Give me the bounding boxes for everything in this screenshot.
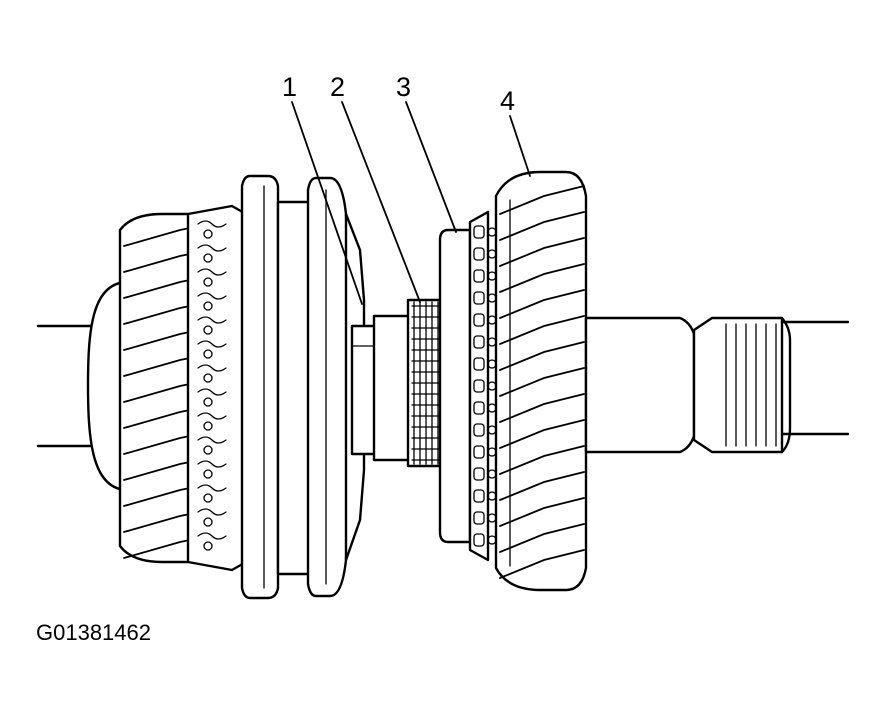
dog-tooth [203, 397, 213, 407]
gear-tooth [499, 341, 585, 371]
dog-tooth [197, 388, 227, 396]
gear-tooth [499, 471, 585, 501]
cone-dog-tooth [473, 335, 485, 349]
dog-tooth [197, 316, 227, 324]
dog-tooth [197, 508, 227, 516]
dog-tooth [203, 325, 213, 335]
callout-4: 4 [500, 86, 531, 177]
dog-tooth [197, 244, 227, 252]
cone-dog-tooth [473, 445, 485, 459]
dog-tooth [197, 220, 227, 228]
dog-tooth [203, 517, 213, 527]
cone-dog-tooth [473, 269, 485, 283]
cone-dog-tooth [473, 401, 485, 415]
dog-tooth [203, 493, 213, 503]
callout-1-label: 1 [282, 72, 297, 102]
blocker-ring-cone [306, 176, 366, 598]
left-dog-ring [186, 204, 248, 572]
callout-3-label: 3 [396, 72, 411, 102]
cone-dog-tooth [473, 467, 485, 481]
cone-dog-tooth [473, 247, 485, 261]
dog-tooth [197, 484, 227, 492]
gear-tooth [499, 523, 585, 553]
dog-tooth [197, 292, 227, 300]
gear-tooth [499, 237, 585, 267]
needle-bearing [406, 298, 446, 468]
cone-dog-tooth [473, 423, 485, 437]
callout-3: 3 [396, 72, 457, 233]
dog-tooth [203, 445, 213, 455]
dog-tooth [203, 253, 213, 263]
dog-tooth [203, 469, 213, 479]
large-helical-gear [494, 170, 588, 592]
dog-tooth [203, 373, 213, 383]
gear-tooth [499, 419, 585, 449]
gear-tooth [499, 549, 585, 579]
dog-tooth [197, 364, 227, 372]
dog-tooth [203, 301, 213, 311]
dog-tooth [203, 229, 213, 239]
cone-dog-tooth [473, 533, 485, 547]
cone-dog-tooth [473, 225, 485, 239]
dog-tooth [203, 421, 213, 431]
shaft-right [584, 316, 850, 454]
dog-tooth [197, 532, 227, 540]
callout-2-label: 2 [330, 72, 345, 102]
cone-dog-tooth [473, 357, 485, 371]
dog-tooth [197, 460, 227, 468]
figure-id: G01381462 [36, 620, 151, 645]
cone-dog-tooth [473, 511, 485, 525]
dog-tooth [203, 277, 213, 287]
dog-tooth [197, 436, 227, 444]
cone-dog-tooth [473, 379, 485, 393]
dog-tooth [197, 340, 227, 348]
gear-tooth [499, 211, 585, 241]
callout-2: 2 [330, 72, 421, 303]
gear-tooth [499, 497, 585, 527]
dog-tooth [197, 412, 227, 420]
callout-4-label: 4 [500, 86, 515, 116]
gear-tooth [499, 393, 585, 423]
gear-tooth [499, 263, 585, 293]
shaft-middle [350, 314, 414, 462]
shaft-left [36, 324, 102, 448]
gear-tooth [499, 289, 585, 319]
dog-tooth [203, 541, 213, 551]
dog-tooth [203, 349, 213, 359]
gear-tooth [499, 185, 585, 215]
cone-dog-tooth [473, 313, 485, 327]
gear-cone [438, 210, 497, 562]
dog-tooth [197, 268, 227, 276]
cone-dog-tooth [473, 291, 485, 305]
gear-tooth [499, 315, 585, 345]
gear-tooth [499, 367, 585, 397]
left-gear-hub [86, 280, 130, 492]
gear-tooth [499, 445, 585, 475]
callout-1: 1 [282, 72, 363, 305]
cone-dog-tooth [473, 489, 485, 503]
